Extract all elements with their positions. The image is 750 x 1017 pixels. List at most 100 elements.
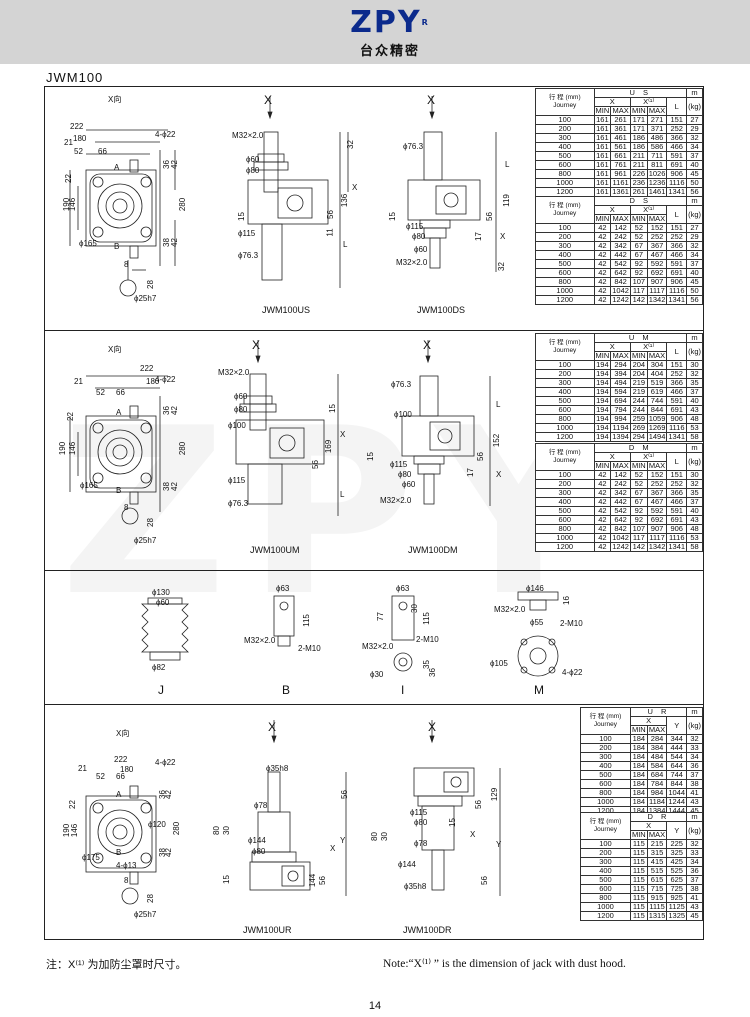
page-number: 14 (368, 1000, 382, 1012)
brand-mark: ZPYR (330, 8, 450, 38)
dim-80b: ϕ80 (252, 847, 266, 856)
dim-21: 21 (64, 138, 73, 147)
dim-42: 42 (169, 406, 179, 415)
dim-key-28: 28 (145, 894, 155, 903)
dim-66: 66 (116, 772, 125, 781)
x-arrow-label: X (264, 93, 273, 107)
view-direction-label: X向 (116, 729, 130, 738)
clevis-b-drawing (273, 595, 295, 647)
dim-thread: M32×2.0 (396, 258, 428, 267)
table-title: U M (593, 333, 688, 343)
dim-l: L (505, 160, 510, 169)
dim-56-bottom: 56 (479, 876, 489, 885)
dim-thread: M32×2.0 (244, 636, 276, 645)
table-cell: 194 (593, 432, 612, 442)
ur-caption: JWM100UR (243, 925, 292, 935)
dim-x: X (352, 183, 358, 192)
weight-symbol: m (686, 333, 703, 343)
mark-a: A (116, 790, 122, 799)
dim-60: ϕ60 (156, 598, 170, 607)
dim-35h8: ϕ35h8 (266, 764, 289, 773)
clevis-i-drawing (391, 595, 415, 672)
dim-52: 52 (96, 772, 105, 781)
table-cell: 1341 (666, 542, 688, 552)
dim-52: 52 (96, 388, 105, 397)
dim-146: ϕ146 (526, 584, 544, 593)
weight-header: (kg) (686, 342, 703, 361)
weight-symbol: m (686, 196, 703, 206)
dim-146: 146 (70, 823, 80, 838)
dim-146: 146 (68, 197, 78, 212)
page-header: ZPYR 台众精密 (0, 0, 750, 64)
table-title: D S (593, 196, 688, 206)
dim-35h8: ϕ35h8 (404, 882, 427, 891)
l-header: L (666, 342, 688, 361)
dim-56: 56 (310, 460, 320, 469)
weight-symbol: m (686, 707, 703, 717)
dim-32: 32 (345, 140, 355, 149)
table-cell: 45 (686, 911, 703, 921)
dim-22: 22 (65, 412, 75, 421)
dim-115: 115 (421, 612, 431, 625)
dim-222: 222 (114, 755, 128, 764)
note-english: Note:“X⁽¹⁾ ” is the dimension of jack wi… (383, 958, 626, 970)
table-cell: 1341 (666, 432, 688, 442)
mark-b: B (116, 486, 122, 495)
dim-key-28: 28 (145, 518, 155, 527)
dim-15: 15 (221, 875, 231, 884)
dim-144: ϕ144 (248, 836, 266, 845)
ur-drawing (249, 720, 347, 896)
dim-100: ϕ100 (394, 410, 412, 419)
dim-78: ϕ78 (254, 801, 268, 810)
dim-80: ϕ80 (414, 818, 428, 827)
dm-drawing (401, 340, 491, 506)
dim-key-8: 8 (124, 503, 129, 512)
brand-chinese-name: 台众精密 (359, 43, 420, 58)
mark-b: B (114, 242, 120, 251)
dim-100: ϕ100 (228, 421, 246, 430)
dim-32: 32 (496, 262, 506, 271)
dim-56: 56 (325, 210, 335, 219)
travel-header: 行 程 (mm) Journey (535, 333, 595, 361)
dim-l: L (343, 240, 348, 249)
y-header: Y (666, 821, 688, 840)
top-view-drawing (69, 129, 176, 297)
x-arrow-label: X (268, 720, 277, 734)
table-cell: 294 (629, 432, 648, 442)
dim-56: 56 (484, 212, 494, 221)
table-cell: 1200 (535, 295, 595, 305)
travel-header: 行 程 (mm) Journey (535, 88, 595, 116)
dim-thread: M32×2.0 (218, 368, 250, 377)
dm-caption: JWM100DM (408, 545, 458, 555)
dim-x: X (496, 470, 502, 479)
dim-180: 180 (146, 377, 160, 386)
dim-80: ϕ80 (398, 470, 412, 479)
dim-holes13: 4-ϕ13 (116, 861, 137, 870)
weight-header: (kg) (686, 716, 703, 735)
ds-drawing (407, 96, 497, 272)
weight-header: (kg) (686, 97, 703, 116)
table-cell: 142 (629, 295, 648, 305)
dim-15: 15 (365, 452, 375, 461)
dim-15: 15 (447, 818, 457, 827)
table-cell: 42 (593, 295, 612, 305)
dim-x: X (470, 830, 476, 839)
travel-header: 行 程 (mm) Journey (580, 707, 631, 735)
